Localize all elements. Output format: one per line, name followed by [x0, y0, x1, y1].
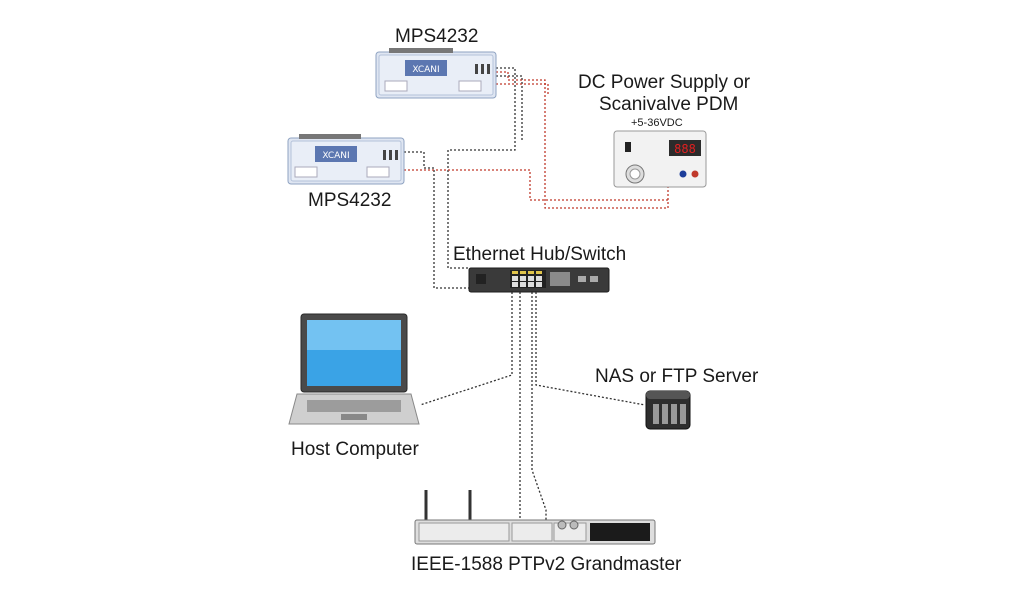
- wire-switch-to-host: [419, 292, 513, 406]
- host-label: Host Computer: [291, 439, 419, 460]
- svg-text:888: 888: [674, 142, 696, 156]
- wire-mps-top-secondary: [496, 75, 523, 140]
- wire-mps-left-to-switch: [404, 151, 470, 289]
- power-label-line2: Scanivalve PDM: [599, 94, 739, 115]
- ptp-label: IEEE-1588 PTPv2 Grandmaster: [411, 554, 682, 575]
- wire-mps-top-to-switch: [447, 67, 516, 269]
- mps-left-label: MPS4232: [308, 190, 392, 211]
- svg-text:XCANI: XCANI: [322, 151, 349, 161]
- power-voltage-label: +5-36VDC: [631, 117, 683, 129]
- mps4232-module-icon: XCANI: [287, 134, 405, 185]
- wire-mps-left-to-power: [404, 169, 668, 201]
- nas-label: NAS or FTP Server: [595, 366, 759, 387]
- wire-switch-to-ptp-2: [531, 292, 547, 522]
- laptop-icon: [288, 313, 420, 425]
- power-label-line1: DC Power Supply or: [578, 72, 751, 93]
- dc-power-supply-icon: 888: [613, 130, 707, 188]
- mps4232-module-icon: XCANI: [375, 48, 497, 99]
- switch-label: Ethernet Hub/Switch: [453, 244, 627, 265]
- wire-switch-to-nas: [535, 292, 646, 406]
- nas-server-icon: [645, 390, 691, 430]
- wire-power-return: [496, 83, 549, 96]
- mps-top-label: MPS4232: [395, 26, 479, 47]
- svg-text:XCANI: XCANI: [412, 65, 439, 75]
- ethernet-switch-icon: [468, 267, 610, 293]
- ptp-grandmaster-icon: [414, 490, 656, 545]
- wire-mps-top-to-power: [496, 71, 669, 209]
